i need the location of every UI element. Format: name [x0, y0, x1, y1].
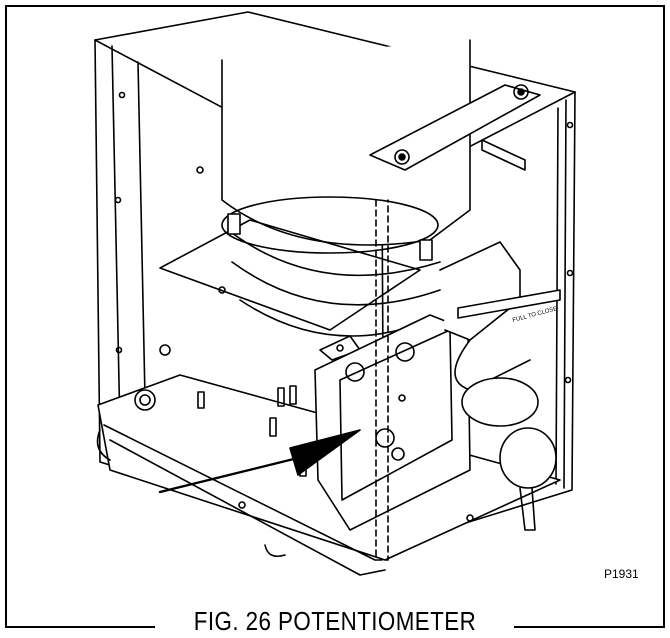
elbow-pipe — [439, 241, 561, 531]
valve-body — [314, 314, 471, 531]
figure-border-bottom-right — [514, 626, 665, 628]
figure-code: P1931 — [604, 567, 639, 581]
figure-title: FIG. 26 POTENTIOMETER — [193, 606, 477, 636]
top-flange — [369, 84, 541, 171]
figure-border-bottom-left — [5, 626, 155, 628]
figure-border — [5, 5, 665, 628]
center-line — [375, 199, 389, 561]
leader-arrow — [158, 429, 361, 494]
bowl-cylinder — [159, 39, 471, 361]
